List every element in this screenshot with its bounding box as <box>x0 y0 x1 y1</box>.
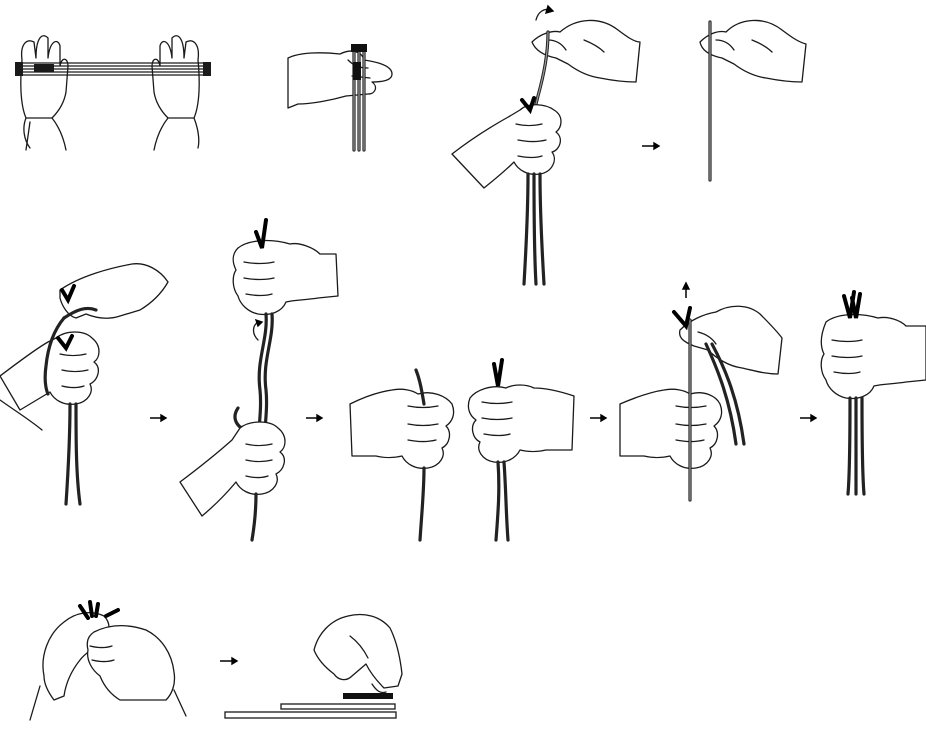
step-6-twist <box>180 220 338 540</box>
vertical-bundle <box>351 44 367 150</box>
step-1-hands-horizontal <box>15 36 211 150</box>
step-2-pinch-bundle <box>288 44 392 150</box>
pressing-hand-icon <box>314 615 402 689</box>
flow-arrow-5 <box>800 415 816 421</box>
flow-arrow-2 <box>150 415 166 421</box>
step-11-press <box>225 615 402 719</box>
step-8-pull-up <box>620 283 782 500</box>
right-hand-icon <box>152 36 199 118</box>
step-10-tie <box>30 602 186 720</box>
pulling-hand-icon <box>680 306 782 374</box>
left-fist-icon <box>350 389 454 468</box>
step-3-pull-strand <box>452 6 640 284</box>
top-fist-icon <box>233 241 338 315</box>
holding-fist-icon <box>620 389 722 468</box>
right-tying-hand-icon <box>87 626 174 700</box>
left-hand-icon <box>21 36 68 118</box>
flow-arrow-6 <box>220 658 237 664</box>
step-9-gathered <box>821 292 926 494</box>
step-5-bend-strand <box>0 264 168 504</box>
pinch-hand-icon <box>288 51 392 108</box>
flow-arrow-1 <box>642 143 659 149</box>
right-fist-icon <box>468 385 574 462</box>
step-7-two-fists <box>350 360 574 540</box>
hold-hand-icon <box>700 20 806 82</box>
flow-arrow-3 <box>306 415 322 421</box>
flow-arrow-4 <box>590 415 606 421</box>
step-4-single-strand <box>700 20 806 180</box>
flat-strips <box>225 693 396 718</box>
bottom-fist-icon <box>180 422 285 516</box>
fist-icon <box>452 105 561 188</box>
